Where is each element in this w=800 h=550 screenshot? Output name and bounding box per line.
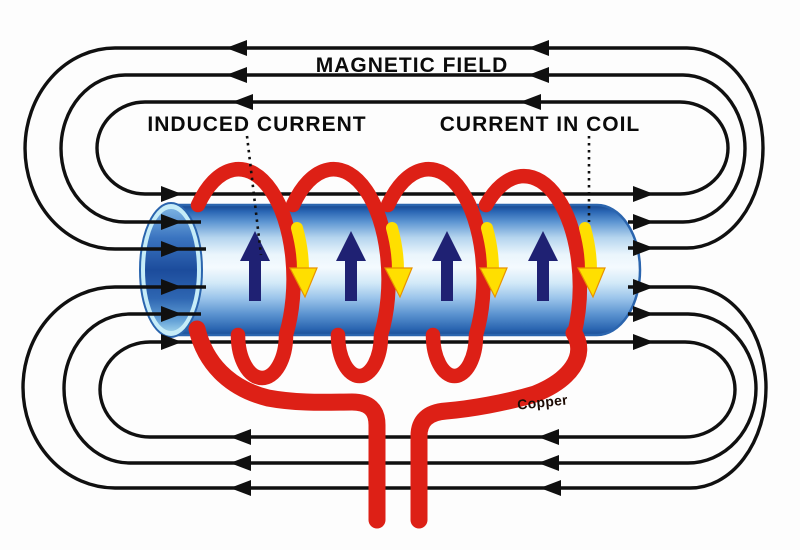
induced-current-label: INDUCED CURRENT	[147, 113, 366, 136]
field-arrow-left-icon	[538, 429, 559, 445]
coil-current-arrowhead-icon	[289, 267, 318, 299]
coil-turn-1	[190, 162, 301, 386]
field-curve-right	[689, 285, 768, 490]
field-arrow-right-icon	[161, 186, 182, 202]
field-curve-right	[686, 46, 765, 250]
field-curve-left	[23, 46, 116, 251]
field-arrow-right-icon	[633, 279, 654, 295]
coil-current-arrow-shaft	[386, 222, 404, 276]
field-arrow-left-icon	[230, 455, 251, 471]
current-in-coil-label: CURRENT IN COIL	[440, 113, 641, 136]
field-arrow-right-icon	[633, 306, 654, 322]
field-arrow-left-icon	[230, 480, 251, 496]
core-left-face	[145, 209, 197, 331]
induced-current-arrows	[240, 231, 558, 301]
coil-lead-left	[188, 320, 386, 529]
copper-label: Copper	[516, 391, 568, 412]
coil-turn-3	[380, 162, 491, 384]
induced-current-arrow-icon	[336, 231, 366, 301]
coil-turn-4	[478, 168, 588, 343]
field-curve-left	[59, 73, 126, 224]
field-arrow-right-icon	[633, 240, 654, 256]
field-curve-right	[687, 312, 758, 465]
coil-current-arrowhead-icon	[479, 267, 508, 299]
label-pointer-lines	[245, 135, 591, 256]
field-curve-right	[679, 100, 730, 196]
field-arrow-left-icon	[520, 94, 541, 110]
magnetic-field-label: MAGNETIC FIELD	[316, 54, 509, 77]
field-arrow-left-icon	[226, 40, 247, 56]
induced-current-arrow-icon	[528, 231, 558, 301]
coil-turn-2	[285, 162, 396, 384]
coil-current-arrow-shaft	[291, 222, 309, 276]
coil-current-arrows	[289, 222, 606, 299]
field-arrow-right-icon	[633, 334, 654, 350]
coil-current-arrowhead-icon	[577, 267, 606, 299]
copper-coil	[188, 162, 588, 529]
coil-current-arrow-shaft	[481, 222, 499, 276]
induced-current-pointer	[245, 135, 263, 256]
field-curve-left	[62, 312, 131, 465]
field-arrow-left-icon	[538, 455, 559, 471]
induced-current-arrow-icon	[432, 231, 462, 301]
induced-current-arrow-icon	[240, 231, 270, 301]
field-curve-left	[95, 100, 146, 196]
field-curve-left	[21, 285, 116, 490]
field-arrow-left-icon	[528, 67, 549, 83]
diagram-labels: MAGNETIC FIELD INDUCED CURRENT CURRENT I…	[147, 54, 641, 413]
field-arrow-left-icon	[232, 94, 253, 110]
field-arrow-right-icon	[633, 186, 654, 202]
coil-current-arrowhead-icon	[384, 267, 413, 299]
field-curve-right	[684, 340, 737, 439]
magnetic-field-lines	[21, 46, 768, 490]
field-arrow-right-icon	[633, 214, 654, 230]
field-arrow-left-icon	[230, 429, 251, 445]
field-arrow-left-icon	[540, 480, 561, 496]
coil-lead-right	[410, 324, 588, 529]
field-arrow-left-icon	[226, 67, 247, 83]
coil-current-arrow-shaft	[579, 222, 597, 276]
field-curve-left	[98, 340, 151, 439]
field-curve-right	[682, 73, 747, 224]
field-arrow-left-icon	[528, 40, 549, 56]
